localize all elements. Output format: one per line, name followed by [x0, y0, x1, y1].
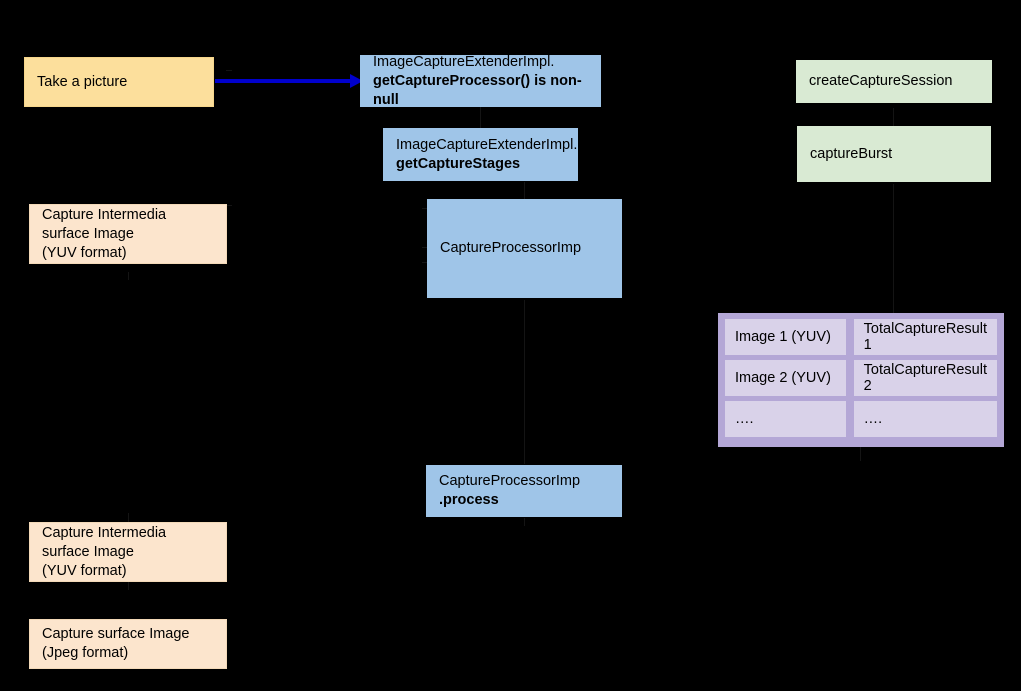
table-cell-image-1[interactable]: Image 1 (YUV) [725, 319, 846, 355]
node-capture-processor-imp[interactable]: CaptureProcessorImp [427, 199, 622, 298]
node-capture-intermedia-yuv-top-line3: (YUV format) [42, 244, 127, 261]
node-capture-surface-jpeg-line2: (Jpeg format) [42, 645, 129, 661]
node-capture-intermedia-yuv-bottom-line3: (YUV format) [42, 562, 127, 579]
connector-tick [128, 272, 129, 280]
node-capture-processor-imp-process[interactable]: CaptureProcessorImp .process [426, 465, 622, 517]
node-get-capture-stages-line1: ImageCaptureExtenderImpl. [396, 136, 578, 153]
connector-tick [524, 182, 525, 200]
node-capture-intermedia-yuv-bottom[interactable]: Capture Intermedia surface Image (YUV fo… [29, 522, 227, 582]
capture-results-table: Image 1 (YUV) Image 2 (YUV) …. TotalCapt… [718, 313, 1004, 447]
node-get-capture-processor-line2: getCaptureProcessor() is non-null [373, 72, 582, 108]
node-take-a-picture[interactable]: Take a picture [24, 57, 214, 107]
results-column: TotalCaptureResult 1 TotalCaptureResult … [853, 319, 997, 441]
connector-tick [128, 513, 129, 523]
node-capture-burst-label: captureBurst [810, 145, 893, 162]
connector-tick [226, 70, 232, 71]
node-create-capture-session[interactable]: createCaptureSession [796, 60, 992, 103]
table-cell-image-more[interactable]: …. [725, 401, 846, 437]
connector-tick [893, 184, 894, 314]
images-column: Image 1 (YUV) Image 2 (YUV) …. [725, 319, 846, 441]
node-get-capture-processor-line1: ImageCaptureExtenderImpl. [373, 53, 555, 70]
table-cell-image-2[interactable]: Image 2 (YUV) [725, 360, 846, 396]
connector-tick [422, 247, 428, 248]
node-capture-intermedia-yuv-bottom-line1: Capture Intermedia [42, 524, 167, 541]
node-capture-surface-jpeg[interactable]: Capture surface Image (Jpeg format) [29, 619, 227, 669]
connector-tick [422, 262, 428, 263]
node-capture-surface-jpeg-line1: Capture surface Image [42, 626, 190, 642]
node-take-a-picture-label: Take a picture [37, 73, 128, 90]
node-capture-intermedia-yuv-top-line2: surface Image [42, 225, 134, 242]
node-get-capture-processor[interactable]: ImageCaptureExtenderImpl. getCaptureProc… [360, 53, 601, 108]
table-cell-result-more[interactable]: …. [853, 401, 997, 437]
connector-tick [893, 108, 894, 126]
connector-tick [860, 447, 861, 461]
node-capture-processor-imp-label: CaptureProcessorImp [440, 240, 582, 256]
connector-tick [128, 580, 129, 590]
node-get-capture-stages-line2: getCaptureStages [396, 155, 521, 172]
node-get-capture-stages[interactable]: ImageCaptureExtenderImpl. getCaptureStag… [383, 128, 578, 181]
node-capture-intermedia-yuv-bottom-line2: surface Image [42, 543, 134, 560]
node-capture-processor-imp-process-line2: .process [439, 492, 499, 508]
flow-arrow-head [350, 74, 363, 88]
table-cell-result-1[interactable]: TotalCaptureResult 1 [853, 319, 997, 355]
connector-tick [480, 106, 481, 128]
node-create-capture-session-label: createCaptureSession [809, 73, 953, 89]
connector-tick [226, 205, 232, 206]
connector-tick [422, 208, 428, 209]
node-capture-processor-imp-process-line1: CaptureProcessorImp [439, 473, 581, 489]
connector-tick [524, 300, 525, 464]
node-capture-intermedia-yuv-top[interactable]: Capture Intermedia surface Image (YUV fo… [29, 204, 227, 264]
connector-tick [524, 518, 525, 526]
node-capture-intermedia-yuv-top-line1: Capture Intermedia [42, 206, 167, 223]
flow-arrow-line [215, 79, 357, 83]
table-cell-result-2[interactable]: TotalCaptureResult 2 [853, 360, 997, 396]
node-capture-burst[interactable]: captureBurst [797, 126, 991, 182]
